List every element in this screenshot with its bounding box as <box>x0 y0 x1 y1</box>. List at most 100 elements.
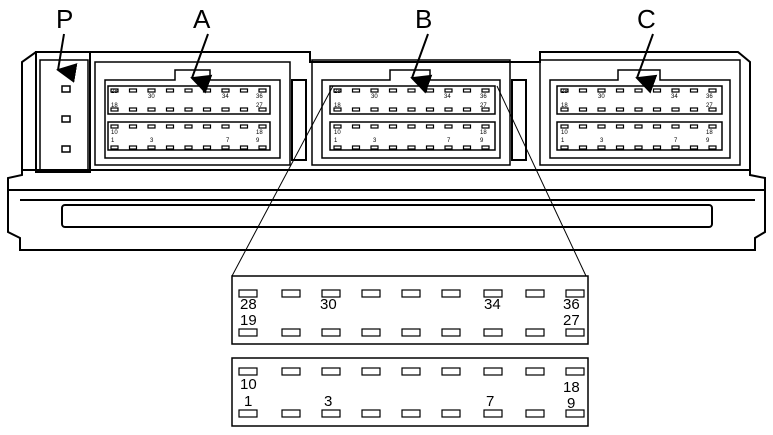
pin <box>565 409 585 418</box>
mini-pin <box>597 145 606 150</box>
mini-pin <box>370 107 379 112</box>
pin <box>321 409 341 418</box>
mini-label: 28 <box>334 89 341 95</box>
mini-pin <box>407 124 416 129</box>
pin-label: 19 <box>240 312 257 329</box>
mini-label: 10 <box>334 130 341 136</box>
pin <box>441 409 461 418</box>
connector-c-arrow <box>635 33 658 94</box>
mini-pin <box>147 107 156 112</box>
connector-c-label: C <box>637 4 656 34</box>
pin-label: 30 <box>320 296 337 313</box>
detail-top-row: 28 19 30 34 36 27 <box>231 275 589 345</box>
mini-pin <box>110 107 119 112</box>
mini-pin <box>239 124 249 129</box>
mini-pin <box>481 124 490 129</box>
pin <box>525 409 545 418</box>
pin-label: 27 <box>563 312 580 329</box>
mini-pin <box>239 107 249 112</box>
mini-label: 9 <box>480 138 484 144</box>
mini-pin <box>634 107 643 112</box>
mini-label: 3 <box>600 138 604 144</box>
mini-pin <box>202 124 212 129</box>
mini-pin <box>444 88 453 93</box>
mini-label: 3 <box>150 138 154 144</box>
mini-pin <box>184 88 193 93</box>
pin <box>483 328 503 337</box>
mini-label: 34 <box>444 94 451 100</box>
mini-label: 27 <box>480 103 487 109</box>
mini-pin <box>184 145 193 150</box>
mini-pin <box>333 107 342 112</box>
mini-pin <box>578 107 588 112</box>
connector-b-numbers: 28 18 30 34 36 27 10 1 3 7 18 9 <box>334 89 487 144</box>
pin <box>238 367 258 376</box>
mini-pin <box>560 88 569 93</box>
mini-pin <box>407 88 416 93</box>
mini-pin <box>462 107 472 112</box>
mini-pin <box>147 124 156 129</box>
mini-pin <box>202 88 212 93</box>
mini-pin <box>258 107 267 112</box>
mini-label: 10 <box>111 130 118 136</box>
pin <box>483 409 503 418</box>
pin <box>401 289 421 298</box>
pin-label: 28 <box>240 296 257 313</box>
detail-top-pins <box>238 289 585 337</box>
mini-pin <box>708 88 717 93</box>
mini-pin <box>425 107 435 112</box>
mini-pin <box>634 88 643 93</box>
pin <box>401 328 421 337</box>
mini-pin <box>388 88 398 93</box>
mini-pin <box>597 107 606 112</box>
mini-pin <box>258 88 267 93</box>
connector-a-label: A <box>193 4 211 34</box>
mini-label: 18 <box>111 103 118 109</box>
mini-pin <box>221 88 230 93</box>
mini-pin <box>370 88 379 93</box>
pin-label: 10 <box>240 376 257 393</box>
mini-pin <box>462 145 472 150</box>
mini-pin <box>165 88 175 93</box>
mini-pin <box>444 145 453 150</box>
mini-pin <box>615 107 625 112</box>
pin <box>565 367 585 376</box>
mini-pin <box>634 124 643 129</box>
mini-label: 9 <box>706 138 710 144</box>
mini-label: 30 <box>148 94 155 100</box>
mini-label: 18 <box>706 130 713 136</box>
mini-label: 10 <box>561 130 568 136</box>
pin-label: 36 <box>563 296 580 313</box>
mini-label: 7 <box>674 138 678 144</box>
mini-pin <box>615 124 625 129</box>
mini-label: 3 <box>373 138 377 144</box>
mini-pin <box>671 88 680 93</box>
mini-pin <box>425 88 435 93</box>
mini-label: 34 <box>671 94 678 100</box>
mini-pin <box>689 124 699 129</box>
mini-pin <box>481 88 490 93</box>
mini-pin <box>597 124 606 129</box>
mini-pin <box>671 124 680 129</box>
pin-label: 1 <box>244 393 252 410</box>
pin <box>361 289 381 298</box>
mini-pin <box>370 145 379 150</box>
mini-label: 27 <box>706 103 713 109</box>
mini-pin <box>444 107 453 112</box>
pin <box>441 289 461 298</box>
mini-pin <box>425 145 435 150</box>
mini-pin <box>578 88 588 93</box>
mini-pin <box>634 145 643 150</box>
mini-label: 27 <box>256 103 263 109</box>
mini-label: 18 <box>256 130 263 136</box>
pin <box>441 367 461 376</box>
connector-p-arrow <box>56 33 78 83</box>
connector-p <box>39 59 89 171</box>
pin <box>361 367 381 376</box>
mini-label: 18 <box>480 130 487 136</box>
mini-pin <box>462 124 472 129</box>
detail-bottom-pins <box>238 367 585 418</box>
mini-pin <box>708 145 717 150</box>
mini-pin <box>333 88 342 93</box>
